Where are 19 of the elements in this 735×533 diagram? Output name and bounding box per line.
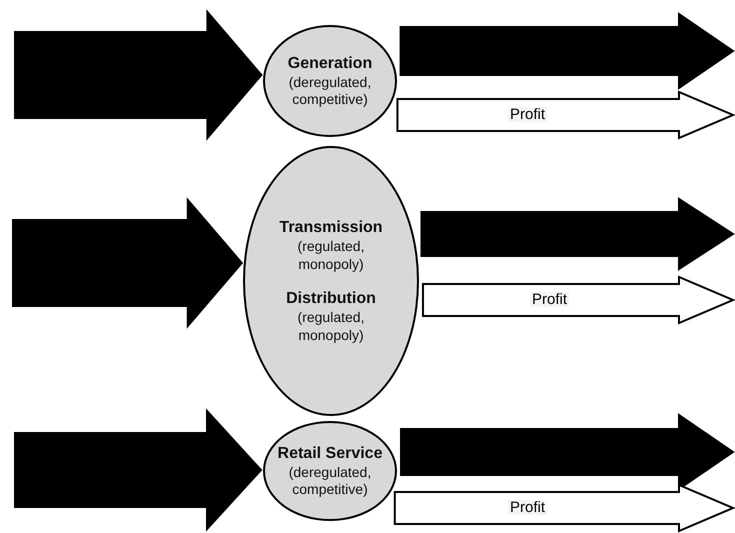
block-arrow (394, 483, 735, 533)
node-subtitle: (deregulated, competitive) (288, 74, 372, 108)
edge-label: Profit (530, 292, 570, 307)
block-arrow (396, 90, 735, 140)
node-subtitle: (regulated, monopoly) (296, 309, 366, 344)
node-title: Retail Service (278, 444, 382, 464)
block-arrow (12, 197, 244, 329)
node-title: Distribution (286, 289, 376, 309)
node-subtitle: (regulated, monopoly) (296, 238, 366, 273)
node-subtitle: (deregulated, competitive) (288, 464, 372, 498)
block-arrow (420, 197, 735, 271)
block-arrow (14, 408, 262, 532)
edge-label: Profit (508, 107, 548, 122)
block-arrow (422, 275, 735, 325)
edge-label: Profit (508, 500, 548, 515)
node-title: Generation (288, 54, 372, 74)
block-arrow (14, 9, 263, 141)
block-arrow (400, 12, 735, 90)
node-title: Transmission (279, 218, 383, 238)
